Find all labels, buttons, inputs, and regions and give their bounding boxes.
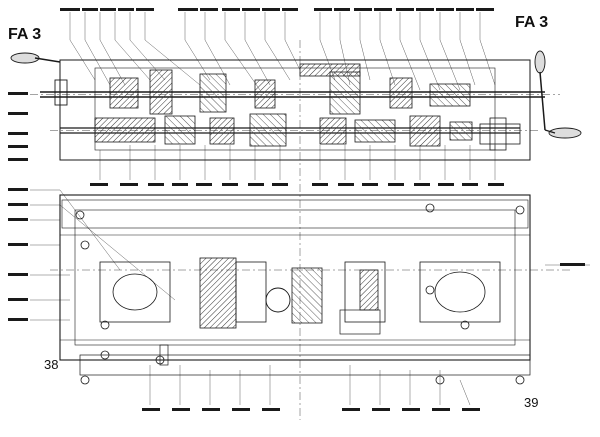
mount-hole: [515, 375, 525, 385]
callout-leaders: [30, 12, 590, 406]
base-frame-inner: [74, 209, 516, 346]
mount-hole: [460, 320, 470, 330]
upper-housing: [59, 59, 531, 161]
mount-hole: [515, 205, 525, 215]
mount-hole: [155, 355, 165, 365]
upper-housing-inner: [94, 67, 496, 151]
base-plate-section: [50, 40, 570, 420]
part-number-labels: [8, 8, 585, 411]
crank-handle-icon: [534, 50, 582, 139]
mount-hole: [100, 320, 110, 330]
section-label-left: FA 3: [8, 26, 42, 43]
page-number-right: 39: [524, 395, 539, 410]
mount-hole: [425, 285, 435, 295]
mount-hole: [425, 203, 435, 213]
crank-handle-icon: [10, 52, 68, 106]
mount-hole: [80, 375, 90, 385]
section-label-right: FA 3: [515, 14, 549, 31]
base-frame-outer: [59, 194, 531, 361]
mount-hole: [75, 210, 85, 220]
page-number-left: 38: [44, 357, 59, 372]
mount-hole: [100, 350, 110, 360]
mount-hole: [80, 240, 90, 250]
shaft-assembly-section: [30, 59, 560, 161]
